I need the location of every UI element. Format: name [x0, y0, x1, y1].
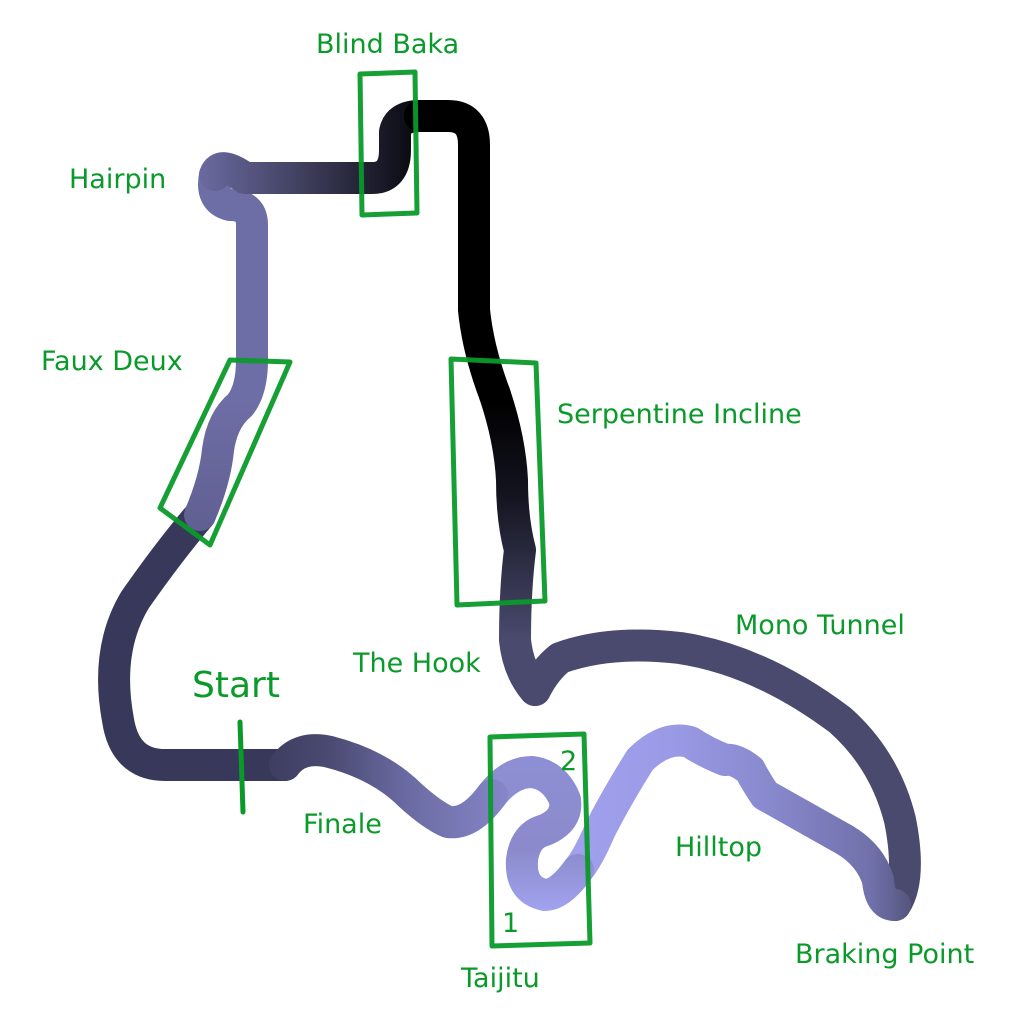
label-hilltop: Hilltop	[675, 832, 762, 863]
track	[98, 100, 921, 921]
track-segment-mono-tunnel	[519, 629, 921, 921]
annotation-boxes	[157, 69, 593, 949]
taijitu-marker-1: 1	[502, 908, 519, 939]
blind-baka-box	[357, 69, 420, 218]
faux-deux-box	[157, 357, 293, 548]
track-segment-blind-baka	[404, 100, 511, 411]
label-the-hook: The Hook	[352, 648, 481, 679]
track-segment-finale	[269, 734, 508, 839]
taijitu-marker-2: 2	[560, 746, 577, 777]
track-segment-taijitu	[476, 756, 594, 911]
label-finale: Finale	[303, 809, 382, 840]
label-serpentine-incline: Serpentine Incline	[557, 399, 802, 430]
track-segment-serpentine-incline	[479, 379, 551, 706]
track-segment-start-straight	[98, 499, 301, 781]
serpentine-incline-box	[448, 356, 548, 608]
track-segment-hairpin	[199, 100, 436, 194]
label-taijitu: Taijitu	[460, 963, 540, 994]
track-segment-hilltop	[562, 724, 911, 921]
label-hairpin: Hairpin	[69, 164, 166, 195]
start-line-marker	[237, 719, 246, 815]
label-braking-point: Braking Point	[795, 939, 974, 970]
label-mono-tunnel: Mono Tunnel	[735, 610, 905, 641]
track-segment-faux-deux	[184, 159, 268, 531]
taijitu-box	[487, 731, 593, 949]
label-faux-deux: Faux Deux	[41, 346, 183, 377]
label-start: Start	[192, 665, 280, 706]
section-labels: Blind Baka Hairpin Faux Deux Serpentine …	[41, 29, 974, 994]
label-blind-baka: Blind Baka	[316, 29, 459, 60]
